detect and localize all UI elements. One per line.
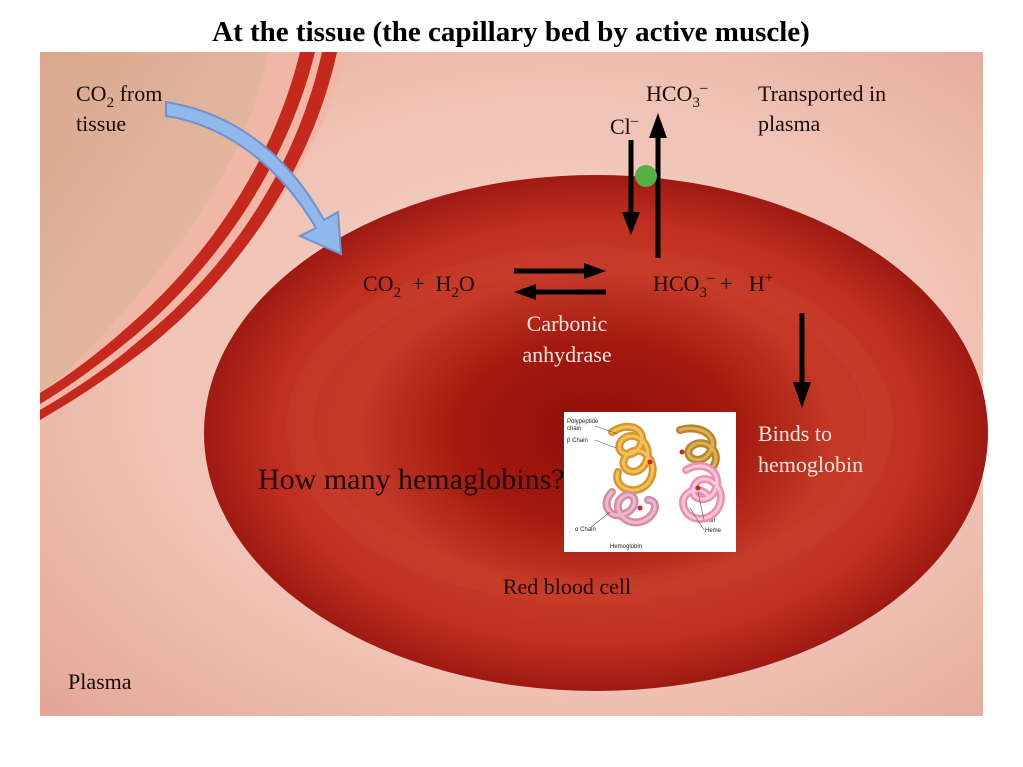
inset-hemoglobin-label: Hemoglobin (610, 544, 642, 550)
carbonic-anhydrase-line2: anhydrase (522, 342, 611, 367)
reactants-label: CO2 + H2O (363, 271, 475, 301)
co2-from-tissue-label: CO2 from (76, 81, 162, 111)
inset-alpha-label: α Chain (575, 527, 596, 533)
bicarbonate-out-label: HCO3– (646, 80, 708, 111)
chloride-label: Cl– (610, 113, 639, 139)
transported-label-line1: Transported in (758, 81, 886, 106)
slide-title: At the tissue (the capillary bed by acti… (212, 16, 810, 48)
capillary-wall (40, 52, 346, 420)
inset-iron-label: Iron (705, 518, 715, 524)
carbonic-anhydrase-line1: Carbonic (527, 311, 608, 336)
proton-binding-arrow (793, 313, 811, 408)
hemoglobin-inset: Polypeptide chain β Chain α Chain Iron H… (564, 412, 736, 552)
inset-heme-label: Heme (705, 528, 722, 534)
chloride-in-arrowhead (622, 212, 640, 235)
red-blood-cell-label: Red blood cell (503, 574, 631, 599)
inset-chain-label: chain (567, 426, 581, 432)
binds-label-line2: hemoglobin (758, 452, 863, 477)
transported-label-line2: plasma (758, 111, 821, 136)
tissue-label: tissue (76, 111, 126, 136)
chloride-bicarbonate-exchanger (622, 113, 667, 258)
inset-polypeptide-label: Polypeptide (567, 419, 599, 425)
co2-entry-arrow (165, 100, 343, 256)
plasma-label: Plasma (68, 669, 132, 694)
inset-beta-label: β Chain (567, 438, 588, 444)
hemoglobin-subunits (602, 422, 725, 527)
products-label: HCO3– + H+ (653, 270, 773, 301)
heme-groups (637, 449, 701, 511)
question-text: How many hemaglobins? (258, 463, 565, 496)
equilibrium-arrows (514, 263, 606, 300)
binds-label-line1: Binds to (758, 421, 832, 446)
bicarbonate-out-arrowhead (649, 113, 667, 138)
inset-leader-lines (589, 425, 705, 531)
exchanger-channel-dot (635, 165, 657, 187)
